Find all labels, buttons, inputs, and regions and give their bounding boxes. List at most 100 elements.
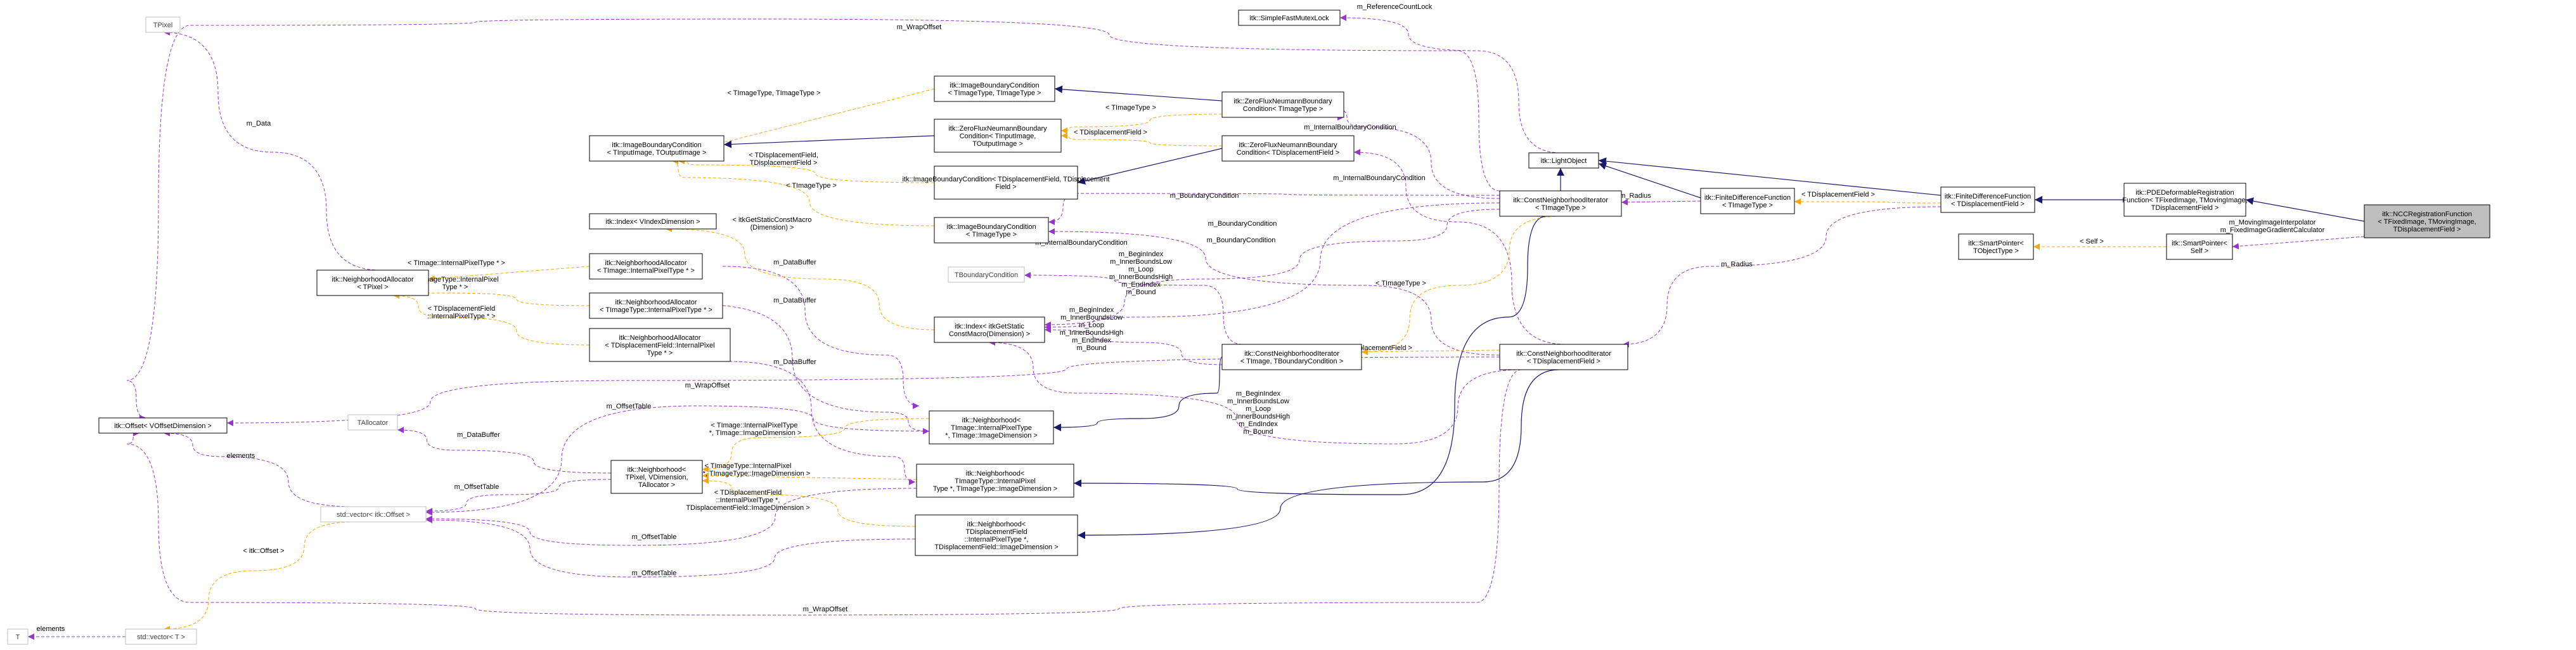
edge-label-m-offsettable-4: m_OffsetTable bbox=[632, 569, 677, 577]
node-na-tpixel[interactable]: itk::NeighborhoodAllocator< TPixel > bbox=[316, 270, 429, 296]
node-box[interactable] bbox=[316, 270, 429, 296]
node-box[interactable] bbox=[915, 514, 1078, 556]
edge-label-line: < itkGetStaticConstMacro bbox=[732, 216, 811, 224]
node-box[interactable] bbox=[125, 628, 197, 645]
node-label: Condition< TImageType > bbox=[1243, 105, 1323, 113]
node-label: TPixel, VDimension, bbox=[625, 474, 688, 481]
node-box[interactable] bbox=[1221, 135, 1355, 162]
node-tallocator[interactable]: TAllocator bbox=[347, 414, 398, 431]
node-index-vdim[interactable]: itk::Index< VIndexDimension > bbox=[589, 213, 717, 230]
node-label: TBoundaryCondition bbox=[955, 271, 1018, 279]
node-box[interactable] bbox=[2166, 233, 2233, 260]
node-box[interactable] bbox=[929, 410, 1054, 445]
node-stdvec-offset[interactable]: std::vector< itk::Offset > bbox=[320, 506, 427, 523]
node-label: Function< TFixedImage, TMovingImage, bbox=[2122, 197, 2247, 204]
edge-label-line: m_Bound bbox=[1076, 344, 1106, 352]
node-na-imgtype[interactable]: itk::NeighborhoodAllocator< TImageType::… bbox=[589, 292, 723, 319]
edge-label-line: < TDisplacementField > bbox=[1801, 191, 1875, 198]
node-box[interactable] bbox=[347, 414, 398, 431]
edge-label-line: < TImage::InternalPixelType bbox=[711, 422, 797, 429]
node-sp-tobj[interactable]: itk::SmartPointer<TObjectType > bbox=[1958, 233, 2034, 260]
node-cni-img[interactable]: itk::ConstNeighborhoodIterator< TImageTy… bbox=[1499, 190, 1622, 217]
node-nb-tmpl[interactable]: itk::Neighborhood<TPixel, VDimension,TAl… bbox=[610, 460, 703, 494]
node-sp-self[interactable]: itk::SmartPointer<Self > bbox=[2166, 233, 2233, 260]
edge-label-line: elements bbox=[227, 452, 255, 460]
node-na-disp[interactable]: itk::NeighborhoodAllocator< TDisplacemen… bbox=[589, 328, 731, 362]
edge-label-line: < TImageType > bbox=[1105, 104, 1156, 112]
edge-tpl-42 bbox=[671, 158, 935, 226]
node-label: itk::Offset< VOffsetDimension > bbox=[114, 422, 212, 430]
node-box[interactable] bbox=[145, 16, 181, 33]
node-box[interactable] bbox=[948, 266, 1025, 283]
node-fdf-disp[interactable]: itk::FiniteDifferenceFunction< TDisplace… bbox=[1940, 186, 2035, 213]
node-ibc-tmpl[interactable]: itk::ImageBoundaryCondition< TInputImage… bbox=[589, 135, 724, 162]
node-cni-disp[interactable]: itk::ConstNeighborhoodIterator< TDisplac… bbox=[1499, 344, 1628, 370]
node-ibc-disp[interactable]: itk::ImageBoundaryCondition< TDisplaceme… bbox=[902, 166, 1110, 200]
node-nb-disp[interactable]: itk::Neighborhood<TDisplacementField::In… bbox=[915, 514, 1078, 556]
node-label: itk::ConstNeighborhoodIterator bbox=[1513, 197, 1608, 204]
node-box[interactable] bbox=[1221, 91, 1344, 118]
node-box[interactable] bbox=[610, 460, 703, 494]
node-nccrf[interactable]: itk::NCCRegistrationFunction< TFixedImag… bbox=[2364, 204, 2490, 238]
edge-label-elements-2: elements bbox=[37, 625, 65, 633]
node-box[interactable] bbox=[916, 464, 1074, 498]
node-index-static[interactable]: itk::Index< itkGetStaticConstMacro(Dimen… bbox=[934, 316, 1045, 343]
node-box[interactable] bbox=[589, 253, 703, 280]
node-nb-img[interactable]: itk::Neighborhood<TImage::InternalPixelT… bbox=[929, 410, 1054, 445]
node-tboundary[interactable]: TBoundaryCondition bbox=[948, 266, 1025, 283]
node-box[interactable] bbox=[2364, 204, 2490, 238]
node-na-img[interactable]: itk::NeighborhoodAllocator< TImage::Inte… bbox=[589, 253, 703, 280]
edge-label-na-img-tpl: < TImage::InternalPixelType * > bbox=[408, 259, 505, 267]
node-box[interactable] bbox=[934, 316, 1045, 343]
node-box[interactable] bbox=[1238, 10, 1341, 26]
node-tpixel[interactable]: TPixel bbox=[145, 16, 181, 33]
node-box[interactable] bbox=[589, 328, 731, 362]
edge-label-m-databuffer-2: m_DataBuffer bbox=[773, 297, 816, 304]
node-box[interactable] bbox=[1940, 186, 2035, 213]
node-box[interactable] bbox=[589, 292, 723, 319]
edge-inh-7 bbox=[723, 135, 935, 148]
node-pdedrf[interactable]: itk::PDEDeformableRegistrationFunction< … bbox=[2122, 183, 2248, 217]
node-fdf-img[interactable]: itk::FiniteDifferenceFunction< TImageTyp… bbox=[1700, 188, 1795, 214]
node-box[interactable] bbox=[320, 506, 427, 523]
node-box[interactable] bbox=[1499, 344, 1628, 370]
edge-label-self-tpl: < Self > bbox=[2080, 238, 2104, 245]
node-lightobject[interactable]: itk::LightObject bbox=[1528, 152, 1599, 169]
edge-label-line: m_WrapOffset bbox=[803, 606, 848, 613]
node-label: TOutputImage > bbox=[972, 140, 1023, 148]
edge-inh-6 bbox=[1077, 148, 1223, 185]
edge-label-line: TDisplacementField::ImageDimension > bbox=[686, 504, 809, 512]
node-box[interactable] bbox=[1958, 233, 2034, 260]
edge-use-19 bbox=[1044, 202, 1500, 330]
node-stdvec-t[interactable]: std::vector< T > bbox=[125, 628, 197, 645]
node-box[interactable] bbox=[934, 166, 1078, 200]
node-label: itk::FiniteDifferenceFunction bbox=[1945, 193, 2031, 200]
node-box[interactable] bbox=[1700, 188, 1795, 214]
node-box[interactable] bbox=[2123, 183, 2246, 217]
node-box[interactable] bbox=[1528, 152, 1599, 169]
node-box[interactable] bbox=[934, 217, 1049, 244]
edge-tpl-39 bbox=[1060, 114, 1223, 134]
node-t[interactable]: T bbox=[7, 628, 29, 645]
node-box[interactable] bbox=[1499, 190, 1622, 217]
node-ibc-tt[interactable]: itk::ImageBoundaryCondition< TImageType,… bbox=[934, 75, 1055, 102]
edge-tpl-43 bbox=[1794, 198, 1942, 205]
node-box[interactable] bbox=[934, 119, 1062, 153]
node-ibc-img[interactable]: itk::ImageBoundaryCondition< TImageType … bbox=[934, 217, 1049, 244]
node-box[interactable] bbox=[7, 628, 29, 645]
edge-label-m-radius-2: m_Radius bbox=[1721, 261, 1753, 268]
node-box[interactable] bbox=[589, 213, 717, 230]
node-box[interactable] bbox=[98, 417, 228, 434]
node-mutexlock[interactable]: itk::SimpleFastMutexLock bbox=[1238, 10, 1341, 26]
node-box[interactable] bbox=[1221, 344, 1362, 370]
node-offset-vdim[interactable]: itk::Offset< VOffsetDimension > bbox=[98, 417, 228, 434]
node-cni-tmpl[interactable]: itk::ConstNeighborhoodIterator< TImage, … bbox=[1221, 344, 1362, 370]
node-box[interactable] bbox=[589, 135, 724, 162]
node-box[interactable] bbox=[934, 75, 1055, 102]
edge-label-line: Type * > bbox=[442, 283, 468, 291]
node-nb-imgtype[interactable]: itk::Neighborhood<TImageType::InternalPi… bbox=[916, 464, 1074, 498]
